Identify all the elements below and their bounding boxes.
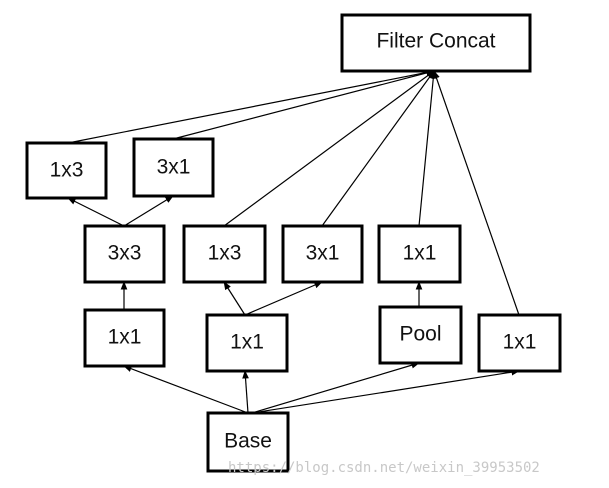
- edge-base-to-b2-1x1: [242, 370, 249, 414]
- node-b2-1x1: 1x1: [205, 313, 289, 373]
- node-label: 1x1: [503, 331, 537, 354]
- node-base: Base: [206, 411, 290, 473]
- node-b4-1x1: 1x1: [477, 313, 562, 373]
- node-b3-1x1: 1x1: [377, 224, 462, 284]
- node-filter-concat: Filter Concat: [340, 13, 532, 73]
- edge-b3-1x1-to-filter-concat: [418, 70, 437, 227]
- node-b2-1x3: 1x3: [182, 224, 267, 284]
- watermark-text: https://blog.csdn.net/weixin_39953502: [228, 460, 540, 476]
- node-b1-1x1: 1x1: [83, 308, 166, 368]
- edge-base-to-b3-pool: [251, 361, 420, 414]
- node-b1-1x3: 1x3: [25, 141, 108, 200]
- edges: [67, 69, 520, 414]
- node-b1-3x1: 3x1: [132, 137, 215, 198]
- node-label: Pool: [399, 323, 441, 346]
- edge-base-to-b1-1x1: [123, 365, 249, 414]
- node-label: 1x3: [208, 242, 242, 265]
- node-label: 3x1: [157, 156, 191, 179]
- node-b3-pool: Pool: [378, 305, 463, 365]
- node-label: Filter Concat: [376, 30, 495, 53]
- edge-b1-3x3-to-b1-3x1: [123, 195, 174, 227]
- edge-b2-1x3-to-filter-concat: [223, 70, 435, 227]
- edge-b2-3x1-to-filter-concat: [321, 70, 435, 227]
- node-b1-3x3: 3x3: [83, 224, 166, 284]
- node-label: 3x3: [108, 242, 142, 265]
- edge-b1-1x3-to-filter-concat: [67, 69, 435, 144]
- node-label: 1x3: [50, 159, 84, 182]
- node-label: 1x1: [403, 242, 437, 265]
- edge-b2-1x1-to-b2-3x1: [244, 281, 323, 316]
- edge-base-to-b4-1x1: [251, 368, 520, 414]
- edge-b2-1x1-to-b2-1x3: [223, 281, 246, 316]
- node-label: Base: [224, 430, 272, 453]
- edge-b4-1x1-to-filter-concat: [433, 70, 520, 316]
- node-label: 1x1: [108, 326, 142, 349]
- edge-b1-3x3-to-b1-1x3: [67, 197, 125, 227]
- node-b2-3x1: 3x1: [281, 224, 364, 284]
- edge-b1-3x1-to-filter-concat: [172, 69, 435, 140]
- node-label: 1x1: [230, 331, 264, 354]
- node-label: 3x1: [306, 242, 340, 265]
